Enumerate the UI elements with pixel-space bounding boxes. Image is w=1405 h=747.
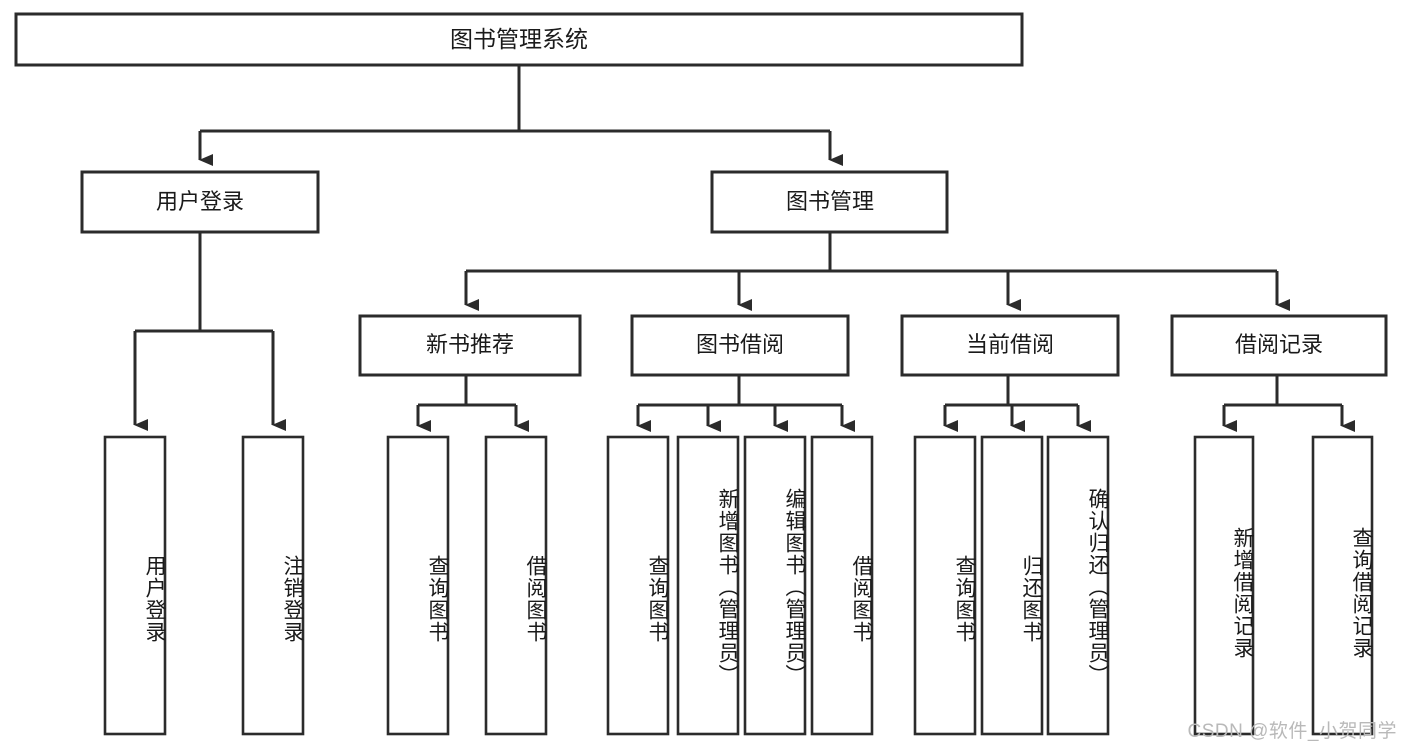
node-root-label: 图书管理系统 xyxy=(450,26,588,52)
node-book-borrow-label: 图书借阅 xyxy=(696,332,784,357)
node-root-rect[interactable] xyxy=(14,12,1024,67)
leaf-rect-add-borrow-record[interactable] xyxy=(1193,435,1255,736)
node-book-management-label: 图书管理 xyxy=(786,189,874,214)
node-current-borrow-label: 当前借阅 xyxy=(966,332,1054,357)
node-user-login-label: 用户登录 xyxy=(156,189,244,214)
node-user-login[interactable]: 用户登录 xyxy=(80,170,320,234)
leaf-layer xyxy=(103,435,1374,736)
connector-layer xyxy=(133,65,1355,432)
leaf-rect-borrow-book[interactable] xyxy=(810,435,874,736)
node-book-management-rect[interactable] xyxy=(710,170,949,234)
node-book-borrow[interactable]: 图书借阅 xyxy=(630,314,850,377)
node-borrow-records[interactable]: 借阅记录 xyxy=(1170,314,1388,377)
leaf-rect-user-login[interactable] xyxy=(103,435,167,736)
leaf-rect-logout[interactable] xyxy=(241,435,305,736)
leaf-rect-add-book-admin[interactable] xyxy=(676,435,740,736)
leaf-rect-query-book-current[interactable] xyxy=(913,435,977,736)
leaf-rect-edit-book-admin[interactable] xyxy=(743,435,807,736)
node-new-book-recommend[interactable]: 新书推荐 xyxy=(358,314,582,377)
node-new-book-recommend-rect[interactable] xyxy=(358,314,582,377)
node-borrow-records-label: 借阅记录 xyxy=(1235,332,1323,357)
node-book-borrow-rect[interactable] xyxy=(630,314,850,377)
node-user-login-rect[interactable] xyxy=(80,170,320,234)
leaf-rect-query-borrow-record[interactable] xyxy=(1311,435,1374,736)
leaf-rect-query-book-borrow[interactable] xyxy=(606,435,670,736)
leaf-rect-confirm-return-admin[interactable] xyxy=(1046,435,1110,736)
leaf-rect-borrow-book-new[interactable] xyxy=(484,435,548,736)
node-book-management[interactable]: 图书管理 xyxy=(710,170,949,234)
node-current-borrow-rect[interactable] xyxy=(900,314,1120,377)
node-borrow-records-rect[interactable] xyxy=(1170,314,1388,377)
leaf-rect-query-book-new[interactable] xyxy=(386,435,450,736)
node-root[interactable]: 图书管理系统 xyxy=(14,12,1024,67)
node-new-book-recommend-label: 新书推荐 xyxy=(426,332,514,357)
leaf-rect-return-book[interactable] xyxy=(980,435,1044,736)
csdn-watermark: CSDN @软件_小贺同学 xyxy=(1187,721,1397,742)
node-current-borrow[interactable]: 当前借阅 xyxy=(900,314,1120,377)
